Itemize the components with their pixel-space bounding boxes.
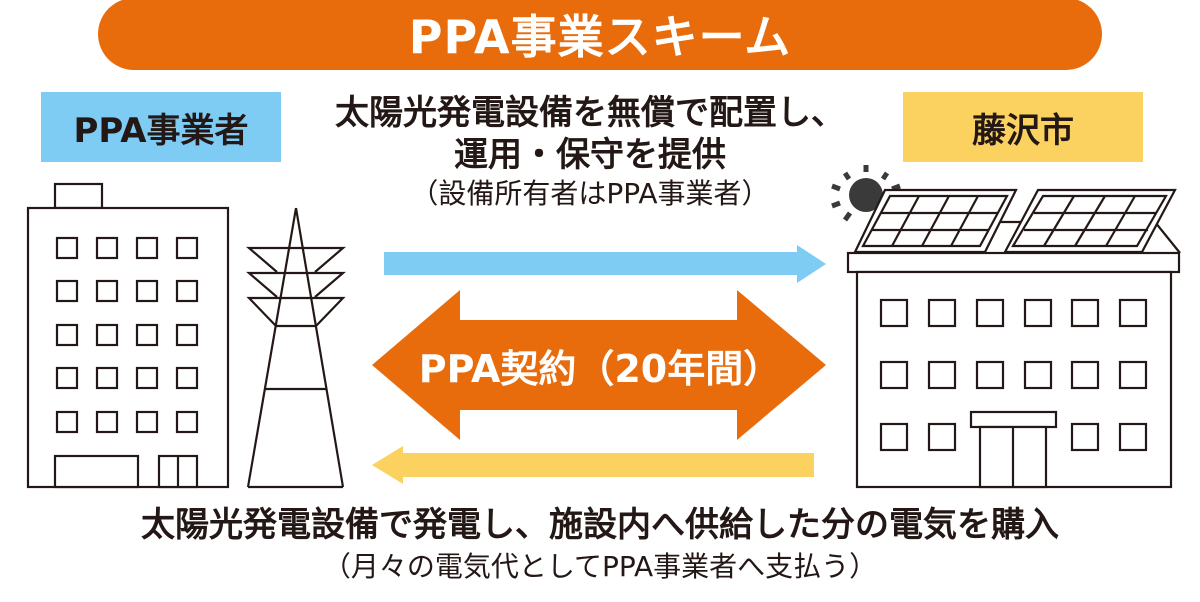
- top-flow-line1: 太陽光発電設備を無償で配置し、: [335, 93, 845, 133]
- top-flow-line3: （設備所有者はPPA事業者）: [410, 177, 770, 210]
- sun-icon: [831, 165, 901, 222]
- bottom-flow-line1: 太陽光発電設備で発電し、施設内へ供給した分の電気を購入: [141, 505, 1059, 545]
- solar-panel-icon: [853, 188, 1018, 254]
- contract-double-arrow: [372, 290, 826, 440]
- contract-label: PPA契約（20年間）: [400, 340, 800, 391]
- solar-panel-icon: [1003, 188, 1177, 254]
- provision-arrow: [384, 245, 826, 283]
- right-party-label: 藤沢市: [903, 92, 1143, 162]
- office-building-icon: [26, 182, 230, 489]
- left-party-text: PPA事業者: [73, 110, 249, 151]
- transmission-tower-icon: [246, 207, 346, 489]
- city-building-icon: [846, 188, 1181, 489]
- diagram-title: PPA事業スキーム: [408, 10, 792, 64]
- contract-text: PPA契約（20年間）: [418, 346, 782, 391]
- right-party-text: 藤沢市: [972, 110, 1074, 151]
- payment-arrow: [372, 446, 814, 484]
- left-party-label: PPA事業者: [41, 92, 281, 162]
- top-flow-description: 太陽光発電設備を無償で配置し、 運用・保守を提供 （設備所有者はPPA事業者）: [290, 92, 890, 212]
- bottom-flow-line2: （月々の電気代としてPPA事業者へ支払う）: [322, 550, 878, 583]
- bottom-flow-description: 太陽光発電設備で発電し、施設内へ供給した分の電気を購入 （月々の電気代としてPP…: [0, 503, 1200, 587]
- title-banner: PPA事業スキーム: [98, 0, 1102, 70]
- top-flow-line2: 運用・保守を提供: [454, 135, 726, 175]
